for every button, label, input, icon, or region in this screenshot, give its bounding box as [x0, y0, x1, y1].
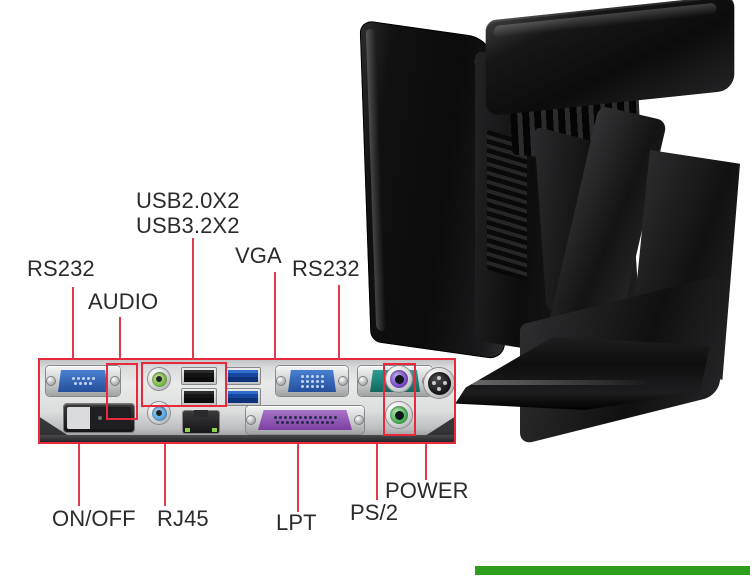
bottom-accent-bar — [475, 566, 750, 575]
lpt-pin-row — [273, 416, 337, 419]
label-rs232-right: RS232 — [292, 256, 360, 281]
lpt-screw-right — [355, 416, 363, 424]
pos-terminal-photo — [355, 0, 750, 460]
port-rs232-db9-left[interactable] — [46, 366, 120, 396]
db9r-screw-left — [359, 377, 367, 385]
panel-bevel-right — [422, 416, 456, 438]
label-rj45: RJ45 — [157, 506, 209, 531]
db9-dshell — [58, 370, 108, 392]
rj45-led-left — [185, 428, 190, 432]
lpt-dshell — [258, 410, 352, 430]
label-lpt: LPT — [276, 510, 317, 535]
io-panel — [38, 358, 456, 444]
label-power: POWER — [385, 478, 469, 503]
port-ps2-mouse[interactable] — [386, 402, 412, 428]
vga-pin-row — [300, 379, 324, 383]
port-usb-3-2-lower[interactable] — [226, 389, 260, 405]
vga-screw-right — [339, 377, 347, 385]
leader-audio — [119, 317, 121, 359]
port-power-din[interactable] — [424, 368, 454, 398]
label-vga: VGA — [235, 243, 282, 268]
port-ps2-keyboard[interactable] — [386, 366, 412, 392]
vga-dshell — [288, 370, 336, 392]
label-rs232-left: RS232 — [27, 256, 95, 281]
power-switch-rocker[interactable] — [64, 404, 134, 432]
lpt-pin-row — [276, 421, 334, 424]
port-vga[interactable] — [276, 366, 348, 396]
label-audio: AUDIO — [88, 289, 159, 314]
leader-usb — [192, 238, 194, 359]
label-ps2: PS/2 — [350, 500, 399, 525]
leader-onoff — [78, 444, 80, 506]
db9-pin-row — [71, 377, 95, 380]
port-usb-3-2-upper[interactable] — [226, 368, 260, 384]
customer-display — [485, 0, 735, 117]
port-audio-line-in[interactable] — [148, 402, 170, 424]
rj45-led-right — [212, 428, 217, 432]
leader-lpt — [297, 444, 299, 512]
port-rj45-lan[interactable] — [183, 410, 219, 433]
vga-pin-row — [300, 384, 324, 388]
leader-rj45 — [164, 444, 166, 506]
leader-vga — [274, 272, 276, 359]
port-usb-2-0-lower[interactable] — [182, 389, 216, 405]
lpt-screw-left — [247, 416, 255, 424]
rj45-latch — [194, 410, 208, 417]
port-usb-2-0-upper[interactable] — [182, 368, 216, 384]
port-lpt[interactable] — [246, 406, 364, 434]
leader-power — [425, 444, 427, 480]
db9-screw-left — [47, 377, 55, 385]
port-audio-line-out[interactable] — [148, 368, 170, 390]
leader-rs232-left — [72, 287, 74, 359]
label-usb20: USB2.0X2 — [136, 188, 240, 213]
leader-rs232-right — [338, 285, 340, 359]
label-usb32: USB3.2X2 — [136, 213, 240, 238]
vga-screw-left — [277, 377, 285, 385]
db9-screw-right — [111, 377, 119, 385]
db9-pin-row — [74, 382, 92, 385]
label-onoff: ON/OFF — [52, 506, 136, 531]
vga-pin-row — [300, 374, 324, 378]
leader-ps2 — [376, 444, 378, 500]
